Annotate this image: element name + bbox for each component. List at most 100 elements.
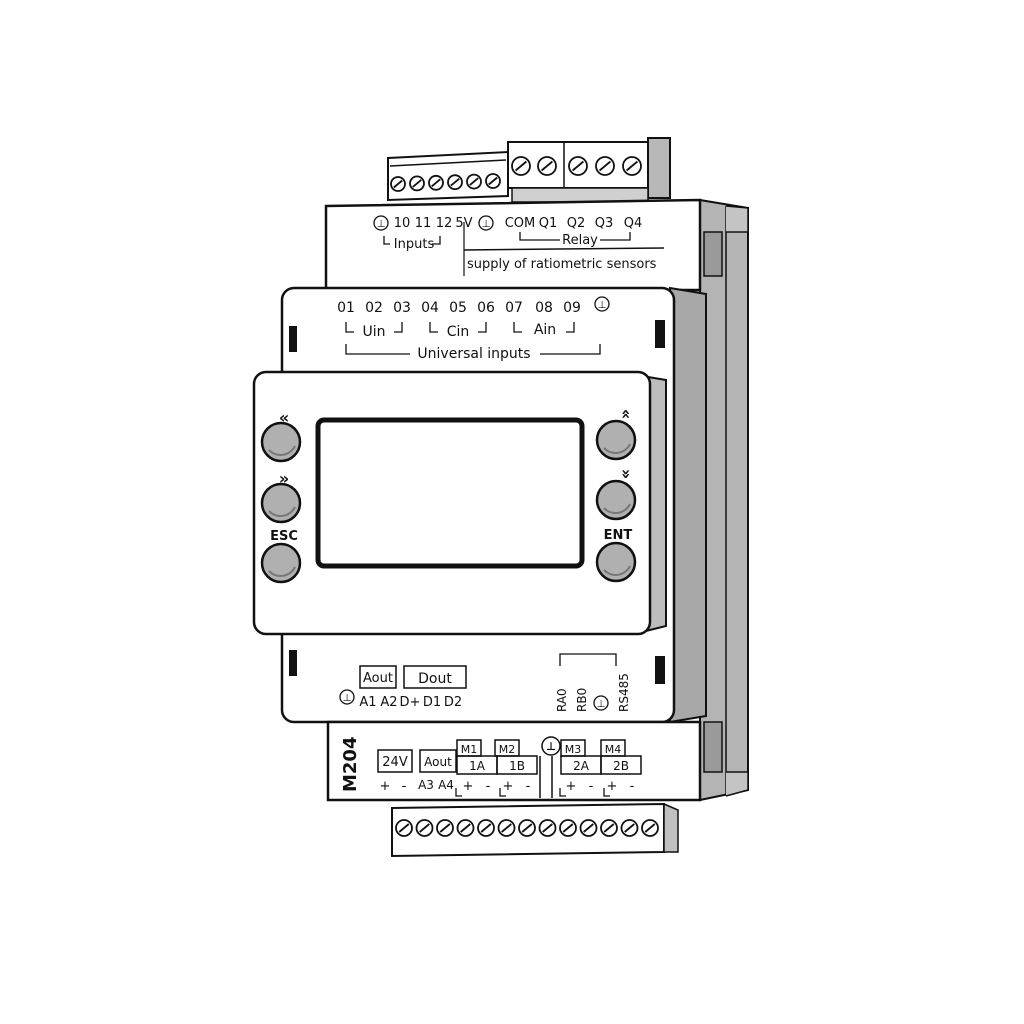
scroll-left-button[interactable] — [260, 421, 302, 463]
terminal-screw — [395, 819, 413, 837]
relay-group-label: Relay — [562, 233, 598, 248]
terminal-screw — [497, 819, 516, 837]
power-24v-label: 24V — [382, 755, 408, 770]
top-right-terminal-block — [507, 137, 671, 203]
din-rail-side — [699, 198, 749, 802]
top-left-terminal-block — [387, 150, 509, 202]
terminal-label: 12 — [436, 216, 453, 231]
ground-terminal-label: ⊥ — [377, 219, 386, 230]
ground-terminal-label: ⊥ — [546, 740, 556, 753]
bottom-terminal-block — [391, 802, 679, 858]
channel-label: 04 — [421, 300, 439, 316]
ain-group-label: Ain — [534, 322, 556, 338]
motor-label-m2: M2 — [499, 743, 516, 756]
channel-label: 02 — [365, 300, 383, 316]
rs-terminal-label: RB0 — [575, 688, 589, 712]
terminal-label: 10 — [394, 216, 411, 231]
terminal-label: D1 — [423, 695, 441, 710]
channel-label: 09 — [563, 300, 581, 316]
terminal-screw — [456, 819, 475, 837]
channel-label: 08 — [535, 300, 553, 316]
motor-label-m4: M4 — [605, 743, 622, 756]
terminal-screw — [620, 819, 639, 837]
terminal-screw — [415, 819, 434, 837]
up-arrow-icon: « — [617, 409, 636, 419]
minus-terminal-label: - — [486, 779, 491, 794]
terminal-label: A4 — [438, 778, 454, 792]
ent-button[interactable] — [595, 541, 637, 583]
minus-terminal-label: - — [526, 779, 531, 794]
terminal-screw — [390, 176, 406, 192]
terminal-screw — [447, 174, 463, 191]
channel-label: 01 — [337, 300, 355, 316]
inputs-group-label: Inputs — [394, 237, 435, 252]
ground-terminal-label: ⊥ — [482, 219, 491, 230]
ground-terminal-label: ⊥ — [343, 693, 352, 704]
plus-terminal-label: + — [503, 779, 514, 794]
channel-1b-label: 1B — [509, 759, 525, 773]
terminal-label: Q3 — [595, 216, 614, 231]
terminal-label: D+ — [400, 695, 421, 710]
display-panel — [252, 370, 667, 636]
dout-box-label: Dout — [418, 671, 452, 687]
motor-label-m1: M1 — [461, 743, 478, 756]
terminal-screw — [436, 819, 454, 837]
ground-terminal-label: ⊥ — [598, 300, 607, 311]
channel-label: 05 — [449, 300, 467, 316]
ent-label: ENT — [604, 528, 633, 543]
universal-inputs-label: Universal inputs — [417, 346, 530, 362]
left-arrow-icon: « — [279, 408, 289, 427]
terminal-label: Q4 — [624, 216, 643, 231]
sensor-supply-label: supply of ratiometric sensors — [467, 257, 657, 272]
down-arrow-icon: » — [617, 469, 636, 479]
terminal-label: Q1 — [539, 216, 558, 231]
ground-terminal-label: ⊥ — [597, 699, 606, 710]
ground-ring-icon — [339, 689, 355, 705]
terminal-label: COM — [505, 216, 536, 231]
channel-label: 03 — [393, 300, 411, 316]
terminal-screw — [511, 156, 531, 176]
plus-terminal-label: + — [566, 779, 577, 794]
terminal-screw — [595, 156, 615, 176]
terminal-screw — [477, 819, 495, 837]
plus-terminal-label: + — [380, 779, 391, 794]
channel-2b-label: 2B — [613, 759, 629, 773]
terminal-screw — [466, 173, 482, 190]
terminal-screw — [559, 819, 577, 837]
terminal-screw — [579, 819, 598, 837]
terminal-label: A1 — [359, 695, 376, 710]
scroll-down-button[interactable] — [595, 479, 637, 521]
scroll-up-button[interactable] — [595, 419, 637, 461]
terminal-screw — [428, 174, 444, 191]
channel-2a-label: 2A — [573, 759, 590, 773]
terminal-screw — [485, 173, 501, 189]
esc-button[interactable] — [260, 542, 302, 584]
aout-bottom-label: Aout — [424, 755, 452, 769]
uin-group-label: Uin — [362, 324, 385, 340]
minus-terminal-label: - — [402, 779, 407, 794]
terminal-label: Q2 — [567, 216, 586, 231]
motor-label-m3: M3 — [565, 743, 582, 756]
aout-box-label: Aout — [363, 671, 393, 686]
scroll-right-button[interactable] — [260, 482, 302, 524]
plus-terminal-label: + — [463, 779, 474, 794]
terminal-label: 5V — [455, 216, 472, 231]
terminal-label: A3 — [418, 778, 434, 792]
right-arrow-icon: » — [279, 469, 289, 488]
channel-label: 06 — [477, 300, 495, 316]
minus-terminal-label: - — [589, 779, 594, 794]
ground-ring-icon — [373, 215, 389, 231]
bottom-body-block — [326, 720, 702, 802]
cin-group-label: Cin — [447, 324, 470, 340]
top-body-block — [324, 198, 702, 292]
esc-label: ESC — [270, 529, 298, 544]
ground-ring-icon — [594, 296, 610, 312]
terminal-screw — [409, 175, 425, 192]
terminal-screw — [518, 819, 536, 837]
terminal-screw — [641, 819, 659, 837]
rs485-label: RS485 — [617, 673, 631, 712]
terminal-screw — [622, 156, 642, 176]
terminal-screw — [538, 819, 557, 837]
label-boxes — [359, 665, 642, 798]
